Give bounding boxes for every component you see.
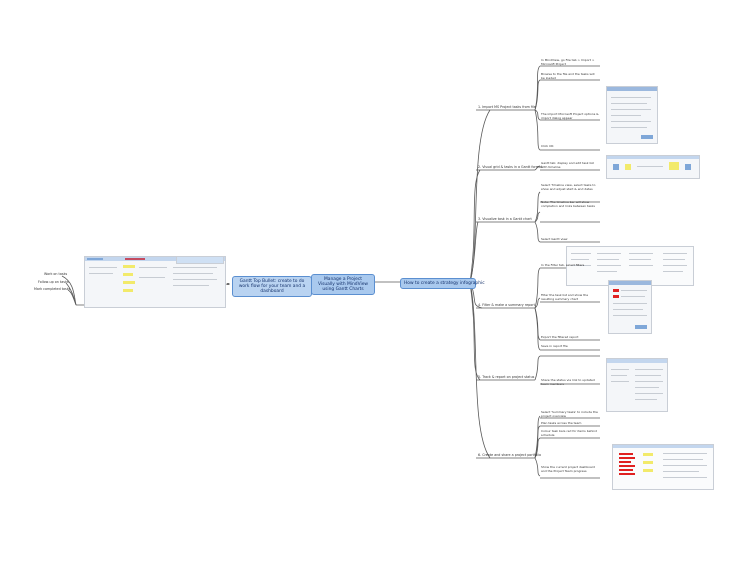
- import-dialog-thumbnail: [606, 86, 658, 144]
- branch-visual-grid[interactable]: 2. Visual grid & tasks in a Gantt format: [478, 165, 543, 169]
- branch-import[interactable]: 1. Import MS Project tasks from file: [478, 105, 536, 109]
- gantt-ribbon-thumbnail: [606, 155, 700, 179]
- left-item-follow-up[interactable]: Follow-up on tasks: [38, 280, 69, 284]
- leaf-4-4[interactable]: Save in report file: [541, 344, 568, 348]
- branch-filter-report[interactable]: 4. Filter & make a summary report: [478, 303, 535, 307]
- leaf-6-1[interactable]: Select 'Summary tasks' to include the pr…: [541, 410, 598, 418]
- leaf-3-2[interactable]: Note: The timeline bar will show complet…: [541, 200, 595, 208]
- leaf-3-3[interactable]: Select Gantt view: [541, 237, 568, 241]
- leaf-1-1[interactable]: In MindView, go File tab > Import > Micr…: [541, 58, 595, 66]
- status-report-thumbnail: [606, 358, 668, 412]
- leaf-3-1[interactable]: Select Timeline view, select tasks to sh…: [541, 183, 596, 191]
- central-topic[interactable]: Manage a Project Visually with MindView …: [311, 274, 375, 295]
- leaf-4-3[interactable]: Export the filtered report: [541, 335, 579, 339]
- left-topic[interactable]: Gantt Top Bullet: create to do work flow…: [232, 276, 312, 297]
- leaf-1-2[interactable]: Browse to the file and the tasks will be…: [541, 72, 595, 80]
- leaf-6-2[interactable]: Plan tasks across the team: [541, 421, 582, 425]
- portfolio-dashboard-thumbnail: [612, 444, 714, 490]
- branch-portfolio[interactable]: 6. Create and share a project portfolio: [478, 453, 541, 457]
- filter-dialog-thumbnail: [608, 280, 652, 334]
- left-dashboard-thumbnail: [84, 256, 226, 308]
- branch-gantt-chart[interactable]: 3. Visualize task in a Gantt chart: [478, 217, 532, 221]
- leaf-6-3[interactable]: Colour task bars red for items behind sc…: [541, 429, 597, 437]
- branch-track-status[interactable]: 5. Track & report on project status: [478, 375, 535, 379]
- left-item-work[interactable]: Work on tasks: [44, 272, 68, 276]
- leaf-5-1[interactable]: Share the status via link to updated tea…: [541, 378, 595, 386]
- left-topic-bullet: [227, 283, 229, 285]
- leaf-1-4[interactable]: Click OK: [541, 144, 554, 148]
- leaf-6-4[interactable]: Show the current project dashboard and t…: [541, 465, 595, 473]
- leaf-1-3[interactable]: The import Microsoft Project options & i…: [541, 112, 599, 120]
- gantt-views-thumbnail: [566, 246, 694, 286]
- right-topic[interactable]: How to create a strategy infographic: [400, 278, 485, 289]
- leaf-4-1[interactable]: In the Filter tab, select filters: [541, 263, 585, 267]
- leaf-4-2[interactable]: Filter the task list and show the result…: [541, 293, 589, 301]
- left-header-thumbnail: [176, 256, 224, 264]
- leaf-2-1[interactable]: Gantt tab: display and edit task list wi…: [541, 161, 594, 169]
- left-item-mark-completed[interactable]: Mark completed tasks: [34, 287, 71, 291]
